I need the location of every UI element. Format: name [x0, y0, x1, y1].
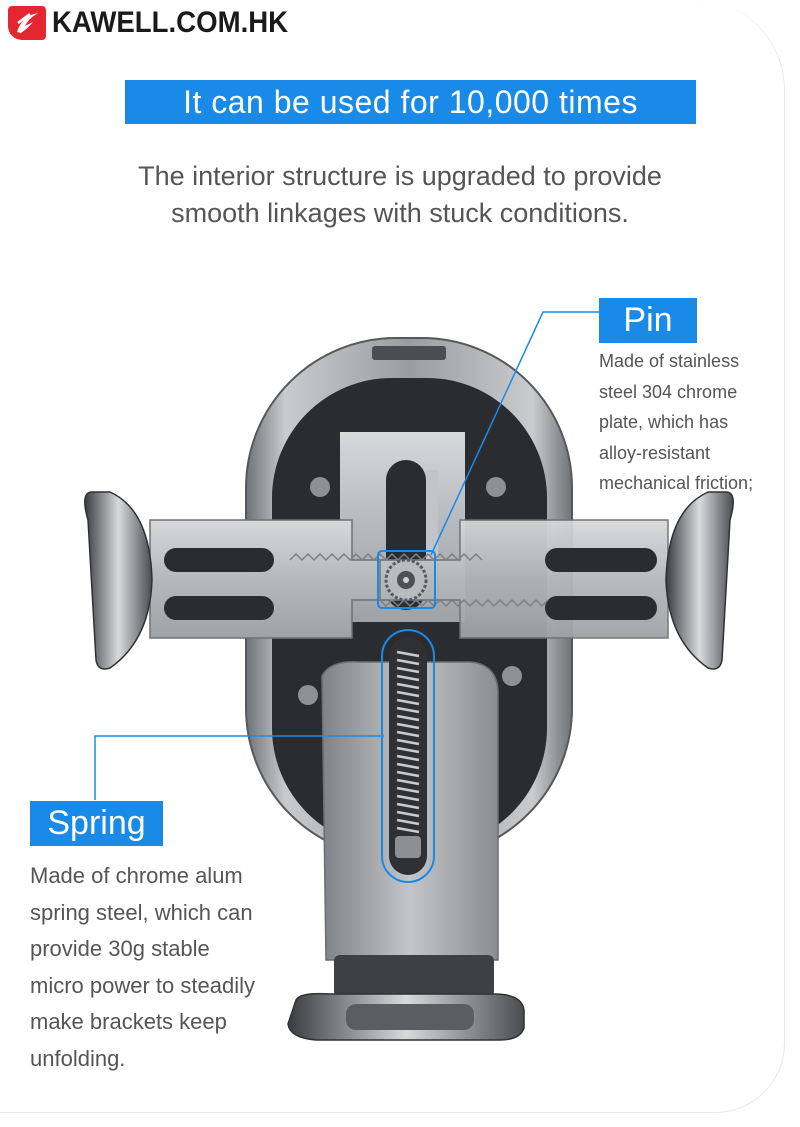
- pin-desc-line: Made of stainless: [599, 351, 740, 371]
- intro-line-1: The interior structure is upgraded to pr…: [138, 161, 662, 191]
- headline-banner: It can be used for 10,000 times: [125, 80, 696, 124]
- pinion-center: [403, 577, 409, 583]
- logo-text: KAWELL.COM.HK: [52, 6, 289, 39]
- spring-label: Spring: [30, 801, 163, 846]
- mount-hole: [502, 666, 522, 686]
- spring-desc-line: unfolding.: [30, 1045, 126, 1071]
- pin-highlight-box: [377, 550, 436, 609]
- pin-label-text: Pin: [623, 301, 673, 339]
- right-grip: [665, 491, 734, 670]
- spring-desc-line: spring steel, which can: [30, 899, 253, 925]
- spring-desc-line: Made of chrome alum: [30, 863, 243, 888]
- kawell-logo-icon: [8, 6, 46, 40]
- mount-hole: [298, 685, 318, 705]
- spring-label-text: Spring: [47, 804, 146, 842]
- left-grip: [84, 491, 153, 670]
- pin-desc-line: alloy-resistant: [599, 442, 711, 463]
- shell-top-ridge: [372, 346, 446, 360]
- right-arm-slot: [545, 596, 657, 620]
- brand-logo[interactable]: KAWELL.COM.HK: [8, 6, 309, 40]
- mount-hole: [486, 477, 506, 497]
- spring-description: Made of chrome alum spring steel, which …: [30, 858, 255, 1077]
- pin-desc-line: plate, which has: [599, 412, 729, 432]
- spring-desc-line: provide 30g stable: [30, 936, 210, 961]
- intro-text: The interior structure is upgraded to pr…: [90, 158, 710, 232]
- left-arm-slot: [164, 596, 274, 620]
- holder-base-inner: [346, 1004, 474, 1030]
- pin-desc-line: steel 304 chrome: [599, 381, 738, 402]
- spring-desc-line: micro power to steadily: [30, 972, 255, 998]
- leg-foot-pad: [334, 955, 494, 997]
- coil-spring: [396, 650, 420, 834]
- lower-rack-teeth: [379, 598, 549, 608]
- pin-callout-line: [430, 311, 599, 556]
- pin-desc-line: mechanical friction;: [599, 473, 754, 493]
- spring-highlight-box: [381, 629, 435, 883]
- spring-desc-line: make brackets keep: [30, 1009, 227, 1034]
- spring-end-cap: [395, 836, 421, 858]
- vertical-rack: [426, 470, 438, 560]
- intro-line-2: smooth linkages with stuck conditions.: [171, 198, 629, 228]
- banner-title: It can be used for 10,000 times: [183, 83, 638, 120]
- pin-label: Pin: [599, 298, 697, 343]
- upper-rack-teeth: [289, 552, 483, 562]
- right-arm-slot: [545, 548, 657, 572]
- pin-description: Made of stainless steel 304 chrome plate…: [599, 346, 753, 499]
- left-arm-slot: [164, 548, 274, 572]
- spring-callout-line: [94, 735, 384, 800]
- mount-hole: [310, 477, 330, 497]
